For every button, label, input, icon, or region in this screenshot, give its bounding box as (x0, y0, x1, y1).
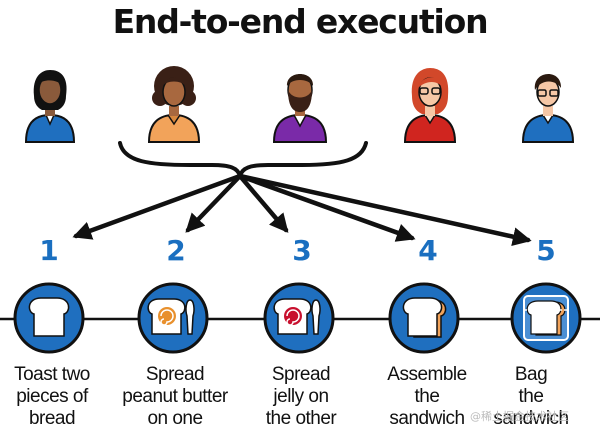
woman-dark-hair-icon (24, 70, 76, 143)
step-4-number: 4 (418, 234, 438, 267)
step-2-number: 2 (166, 234, 186, 267)
caption-line: sandwich (389, 408, 465, 429)
bagged-sandwich-icon (523, 295, 569, 341)
step-5-caption: Bag the sandwich (466, 364, 596, 430)
step-1-number: 1 (39, 234, 59, 267)
step-5-number: 5 (536, 234, 556, 267)
watermark: @稀土掘金技术社区 (470, 410, 569, 423)
step-2-icon-group (137, 282, 209, 354)
caption-line: Bag (514, 364, 548, 385)
arrow-to-step-3 (237, 173, 289, 233)
man-glasses-icon (521, 73, 575, 143)
step-4-caption: Assemble the sandwich (362, 364, 492, 430)
step-3-number: 3 (292, 234, 312, 267)
caption-line: Assemble (387, 364, 467, 385)
step-5-icon-group (510, 282, 582, 354)
caption-line: the (414, 386, 440, 407)
grouping-brace (118, 141, 368, 178)
caption-line: Spread (145, 364, 205, 385)
peanut-butter-bread-knife-icon (147, 298, 195, 335)
woman-curly-hair-icon (147, 66, 201, 143)
caption-line: on one (147, 408, 203, 429)
caption-line: Toast two (14, 364, 90, 385)
arrow-to-step-4 (237, 173, 416, 242)
step-1-caption: Toast two pieces of bread (0, 364, 117, 430)
step-2-caption: Spread peanut butter on one (110, 364, 240, 430)
step-3-caption: Spread jelly on the other (236, 364, 366, 430)
arrow-to-step-2 (185, 173, 243, 233)
sandwich-icon (402, 297, 447, 338)
step-arrows (72, 173, 532, 246)
arrow-to-step-1 (72, 173, 243, 240)
bearded-man-icon (272, 74, 328, 143)
diagram-title: End-to-end execution (112, 2, 489, 41)
arrow-to-step-5 (237, 173, 532, 246)
step-3-icon-group (263, 282, 335, 354)
caption-line: pieces of (16, 386, 88, 407)
step-1-icon-group (13, 282, 85, 354)
caption-line: the other (265, 408, 337, 429)
caption-line: the (518, 386, 544, 407)
woman-red-hair-glasses-icon (403, 68, 457, 143)
caption-line: Spread (271, 364, 331, 385)
caption-line: sandwich (493, 408, 569, 429)
caption-line: jelly on (273, 386, 329, 407)
jelly-bread-knife-icon (273, 298, 321, 335)
caption-line: peanut butter (122, 386, 228, 407)
caption-line: bread (28, 408, 76, 429)
bread-slice-icon (28, 297, 70, 337)
step-4-icon-group (388, 282, 460, 354)
